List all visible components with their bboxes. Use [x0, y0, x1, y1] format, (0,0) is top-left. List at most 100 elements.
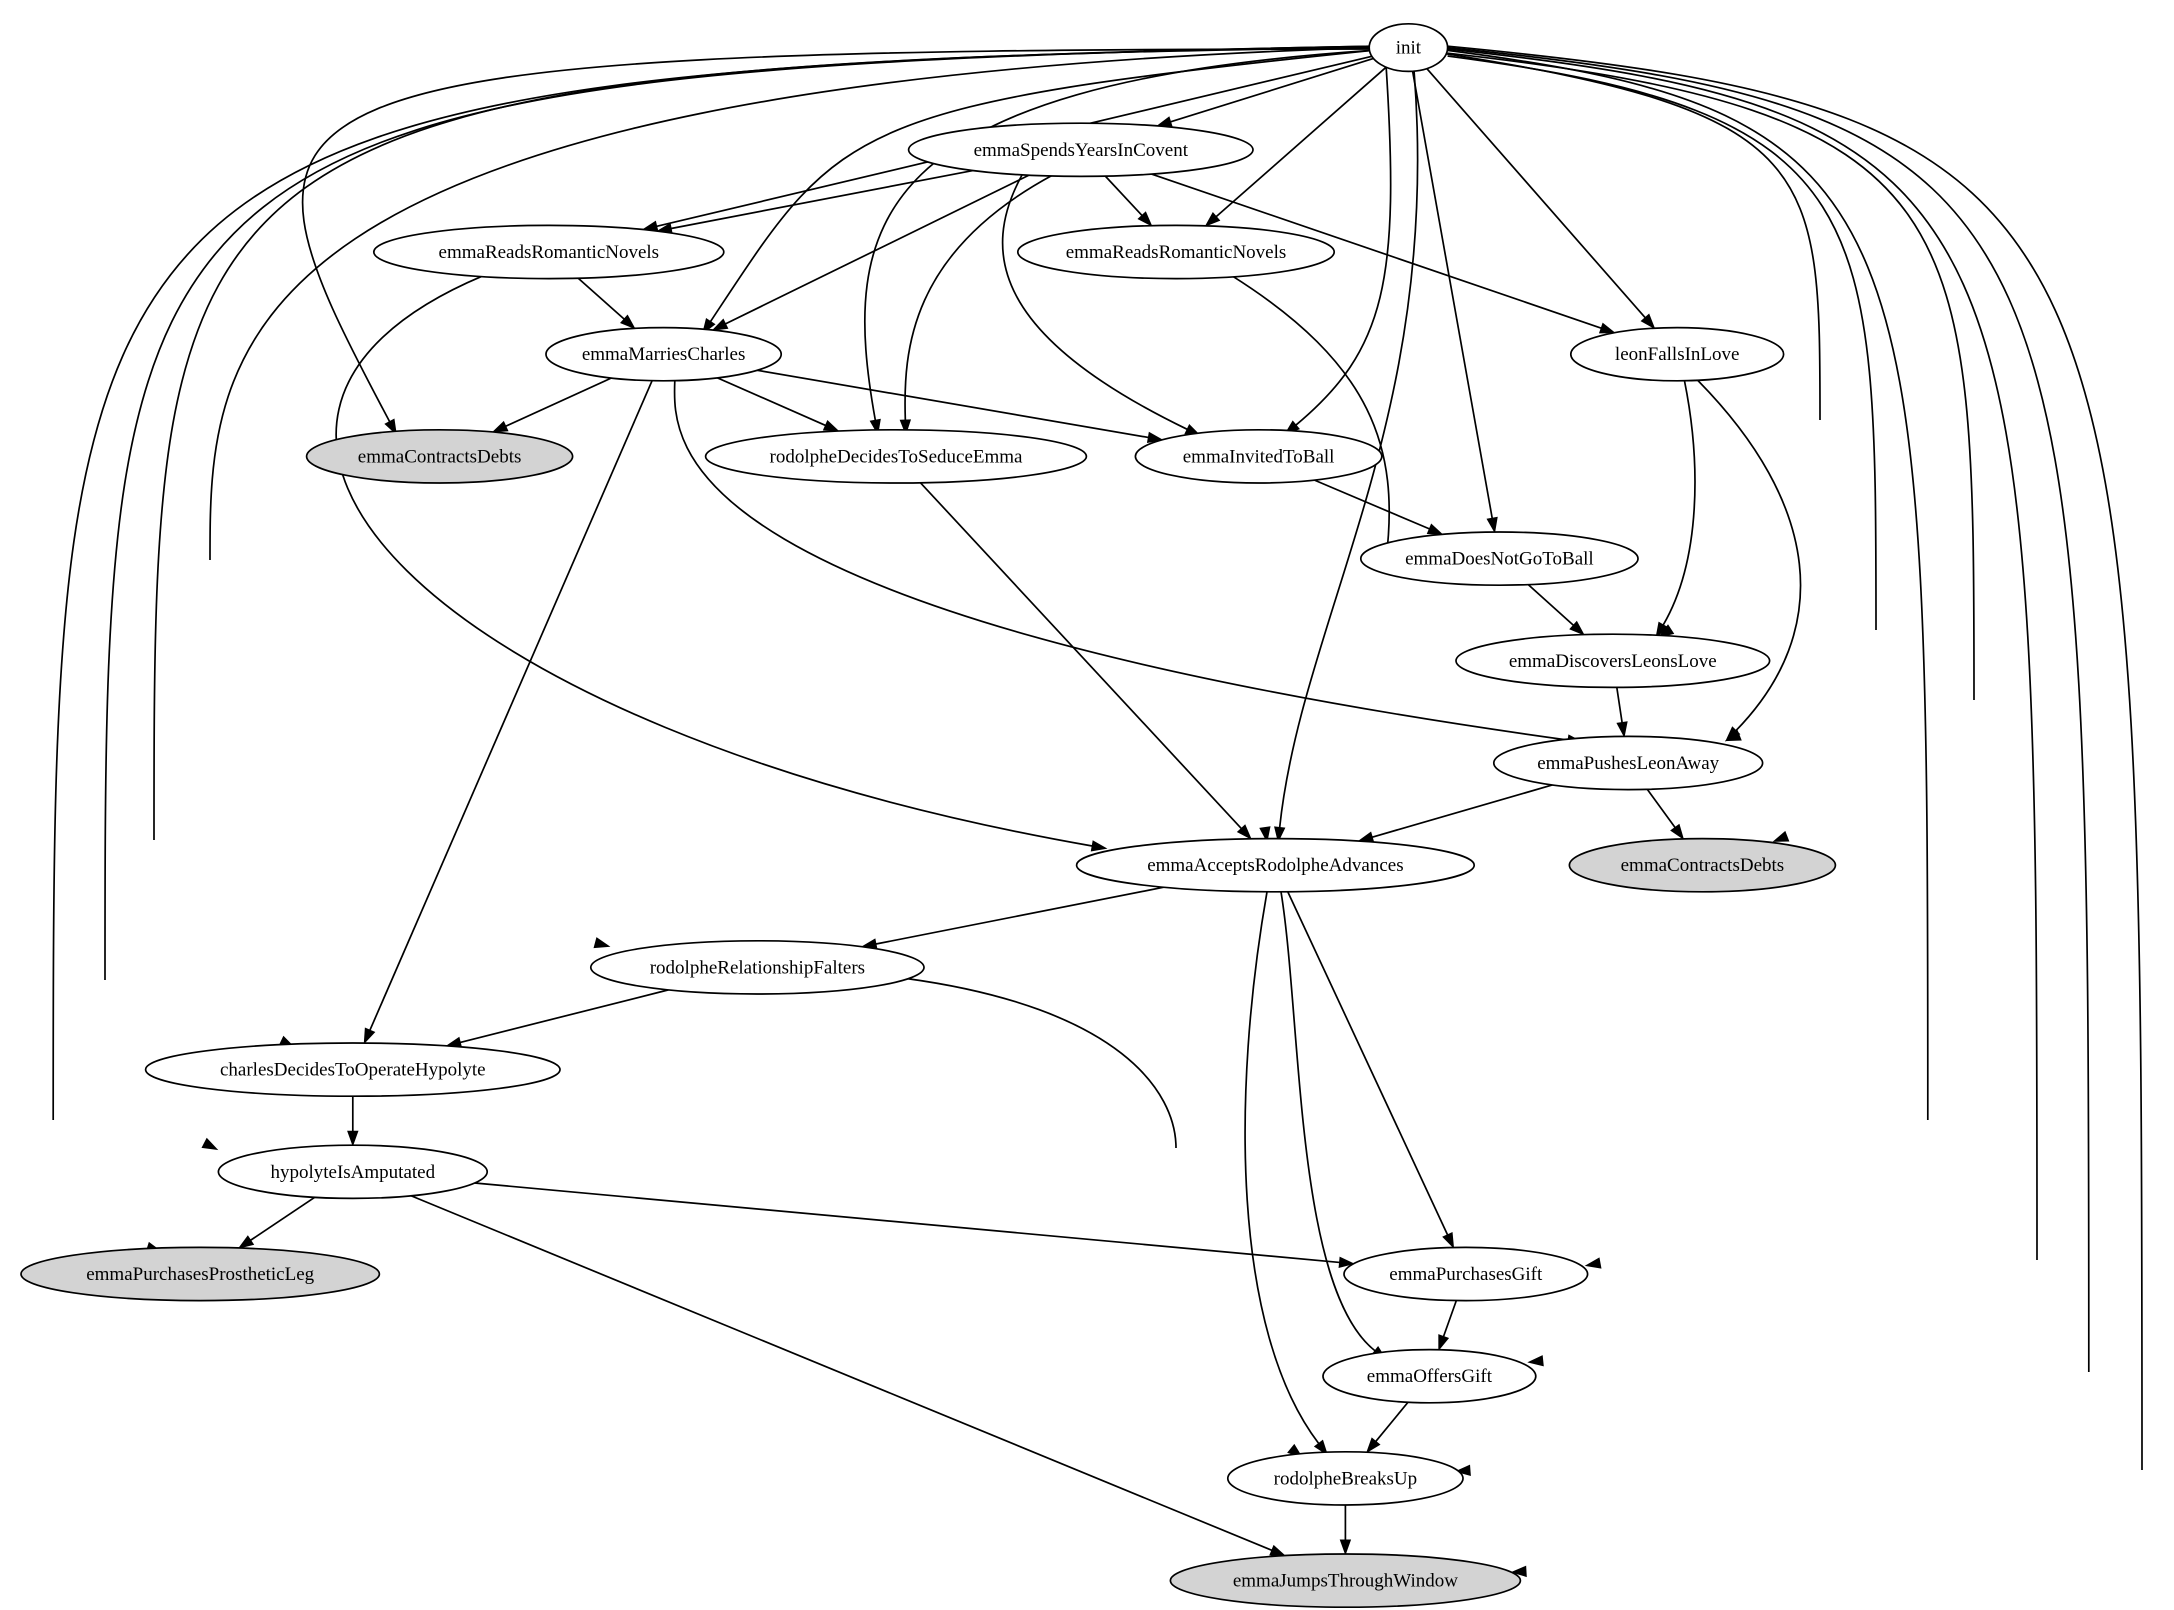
node-label: emmaDiscoversLeonsLove — [1509, 651, 1717, 672]
node-label: charlesDecidesToOperateHypolyte — [220, 1060, 486, 1081]
edge-line — [1447, 48, 2038, 1261]
edge-readsL-to-accepts — [335, 275, 1108, 852]
edge-notball-to-discovers — [1527, 583, 1585, 636]
node-debtsL: emmaContractsDebts — [305, 428, 574, 484]
node-debtsR: emmaContractsDebts — [1568, 837, 1837, 893]
node-label: emmaPushesLeonAway — [1537, 753, 1719, 774]
edge-line — [1615, 687, 1623, 723]
arrowhead-icon — [1598, 322, 1616, 334]
edge-init-to-notball — [1411, 71, 1498, 534]
node-label: rodolpheBreaksUp — [1274, 1468, 1418, 1489]
node-readsR: emmaReadsRomanticNovels — [1016, 224, 1336, 280]
node-ellipse — [1226, 1450, 1464, 1506]
terminal-node-ellipse — [20, 1246, 381, 1302]
edge-amputated-to-gift — [474, 1182, 1356, 1269]
node-label: emmaJumpsThroughWindow — [1233, 1571, 1458, 1592]
node-ellipse — [1343, 1246, 1589, 1302]
node-gift: emmaPurchasesGift — [1343, 1246, 1589, 1302]
edge-spends-to-leon — [1151, 173, 1616, 334]
arrowhead-icon — [1313, 1439, 1329, 1456]
edge-operate-to-amputated — [347, 1096, 359, 1147]
node-label: emmaAcceptsRodolpheAdvances — [1147, 855, 1403, 876]
node-accepts: emmaAcceptsRodolpheAdvances — [1075, 837, 1476, 893]
edge-init-to-window — [1447, 45, 2143, 1578]
node-readsL: emmaReadsRomanticNovels — [372, 224, 725, 280]
arrowhead-icon — [1338, 1256, 1356, 1269]
arrowhead-icon — [1236, 824, 1252, 840]
arrowhead-icon — [1584, 1257, 1602, 1269]
arrowhead-icon — [711, 318, 729, 331]
edge-init-to-falters — [209, 46, 1373, 949]
node-label: emmaOffersGift — [1367, 1366, 1493, 1387]
edge-pushes-to-debtsR — [1646, 788, 1685, 841]
node-falters: rodolpheRelationshipFalters — [589, 939, 925, 995]
node-ellipse — [1455, 633, 1771, 689]
node-discovers: emmaDiscoversLeonsLove — [1455, 633, 1771, 689]
edge-accepts-to-gift — [1286, 891, 1455, 1249]
node-label: emmaReadsRomanticNovels — [439, 242, 660, 263]
arrowhead-icon — [1640, 313, 1656, 330]
edge-line — [1447, 45, 2143, 1471]
edge-line — [1280, 891, 1376, 1352]
node-label: emmaPurchasesProstheticLeg — [86, 1264, 314, 1285]
node-ellipse — [1492, 735, 1764, 791]
terminal-node-ellipse — [1169, 1553, 1522, 1609]
edge-spends-to-marries — [711, 174, 1030, 331]
edge-line — [369, 380, 653, 1031]
arrowhead-icon — [1616, 721, 1628, 738]
arrowhead-icon — [620, 314, 636, 330]
edge-spends-to-invited — [1001, 174, 1202, 437]
node-ellipse — [1359, 531, 1639, 587]
arrowhead-icon — [1137, 211, 1153, 227]
arrowhead-icon — [1426, 523, 1444, 535]
node-spends: emmaSpendsYearsInCovent — [907, 122, 1254, 178]
arrowhead-icon — [899, 419, 912, 436]
node-label: rodolpheRelationshipFalters — [650, 957, 865, 978]
edge-init-to-spends — [1155, 57, 1374, 128]
edge-falters-to-breaks — [907, 977, 1304, 1459]
edge-line — [301, 48, 1373, 423]
edge-line — [1527, 583, 1574, 626]
arrowhead-icon — [1569, 620, 1585, 636]
node-label: emmaSpendsYearsInCovent — [974, 140, 1189, 161]
edge-line — [1371, 784, 1553, 838]
node-label: hypolyteIsAmputated — [270, 1162, 435, 1183]
node-label: emmaContractsDebts — [1621, 855, 1785, 876]
edge-line — [1278, 69, 1419, 828]
edge-line — [1426, 68, 1646, 319]
node-seduce: rodolpheDecidesToSeduceEmma — [704, 428, 1088, 484]
edge-marries-to-operate — [363, 380, 653, 1045]
node-label: emmaMarriesCharles — [582, 344, 746, 365]
node-prosthetic: emmaPurchasesProstheticLeg — [20, 1246, 381, 1302]
edge-line — [1662, 379, 1696, 626]
edge-line — [460, 989, 669, 1044]
edge-line — [1104, 175, 1143, 217]
arrowhead-icon — [593, 937, 611, 949]
edge-init-to-readsR — [1204, 66, 1387, 227]
node-ellipse — [1569, 326, 1785, 382]
edge-line — [104, 45, 1373, 981]
edge-line — [474, 1182, 1340, 1264]
node-invited: emmaInvitedToBall — [1134, 428, 1383, 484]
node-operate: charlesDecidesToOperateHypolyte — [144, 1042, 561, 1098]
edge-init-to-breaks — [1447, 46, 2090, 1476]
edge-line — [1295, 64, 1392, 426]
edge-seduce-to-accepts — [919, 482, 1252, 840]
node-ellipse — [1016, 224, 1336, 280]
node-label: rodolpheDecidesToSeduceEmma — [770, 446, 1024, 467]
arrowhead-icon — [1772, 830, 1790, 842]
edge-line — [1696, 378, 1802, 732]
edge-spends-to-readsR — [1104, 175, 1153, 227]
arrowhead-icon — [1670, 823, 1685, 841]
node-notball: emmaDoesNotGoToBall — [1359, 531, 1639, 587]
edges-layer — [52, 45, 2143, 1578]
node-ellipse — [545, 326, 783, 382]
arrowhead-icon — [347, 1130, 359, 1147]
edge-gift-to-offers — [1438, 1300, 1458, 1352]
node-pushes: emmaPushesLeonAway — [1492, 735, 1764, 791]
arrowhead-icon — [363, 1027, 376, 1045]
node-label: emmaPurchasesGift — [1389, 1264, 1543, 1285]
edge-init-to-debtsR — [1447, 52, 1975, 842]
edge-line — [1447, 49, 1929, 1121]
arrowhead-icon — [1725, 726, 1741, 742]
